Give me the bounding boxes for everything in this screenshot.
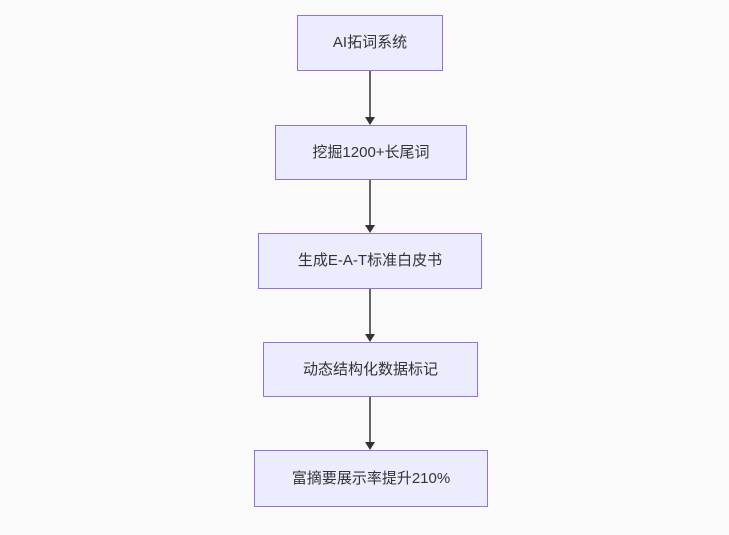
flow-node-label: 生成E-A-T标准白皮书 (297, 252, 443, 269)
arrow-line (369, 289, 371, 335)
arrow-head-icon (365, 334, 375, 342)
flow-arrow-4 (363, 397, 377, 450)
flow-node-label: 富摘要展示率提升210% (291, 469, 451, 487)
flow-node-label: 挖掘1200+长尾词 (312, 143, 430, 161)
arrow-head-icon (365, 442, 375, 450)
flow-arrow-2 (363, 180, 377, 233)
flow-node-structured-data: 动态结构化数据标记 (263, 342, 478, 397)
flow-node-label: AI拓词系统 (332, 34, 408, 51)
flow-node-rich-snippet-result: 富摘要展示率提升210% (254, 450, 488, 507)
arrow-head-icon (365, 225, 375, 233)
arrow-line (369, 71, 371, 118)
flow-arrow-1 (363, 71, 377, 125)
flow-node-label: 动态结构化数据标记 (302, 360, 438, 378)
arrow-head-icon (365, 117, 375, 125)
flow-node-eat-whitepaper: 生成E-A-T标准白皮书 (258, 233, 482, 289)
arrow-line (369, 180, 371, 226)
flow-arrow-3 (363, 289, 377, 342)
flow-node-ai-word-system: AI拓词系统 (297, 15, 443, 71)
flow-node-longtail-keywords: 挖掘1200+长尾词 (275, 125, 467, 180)
arrow-line (369, 397, 371, 443)
